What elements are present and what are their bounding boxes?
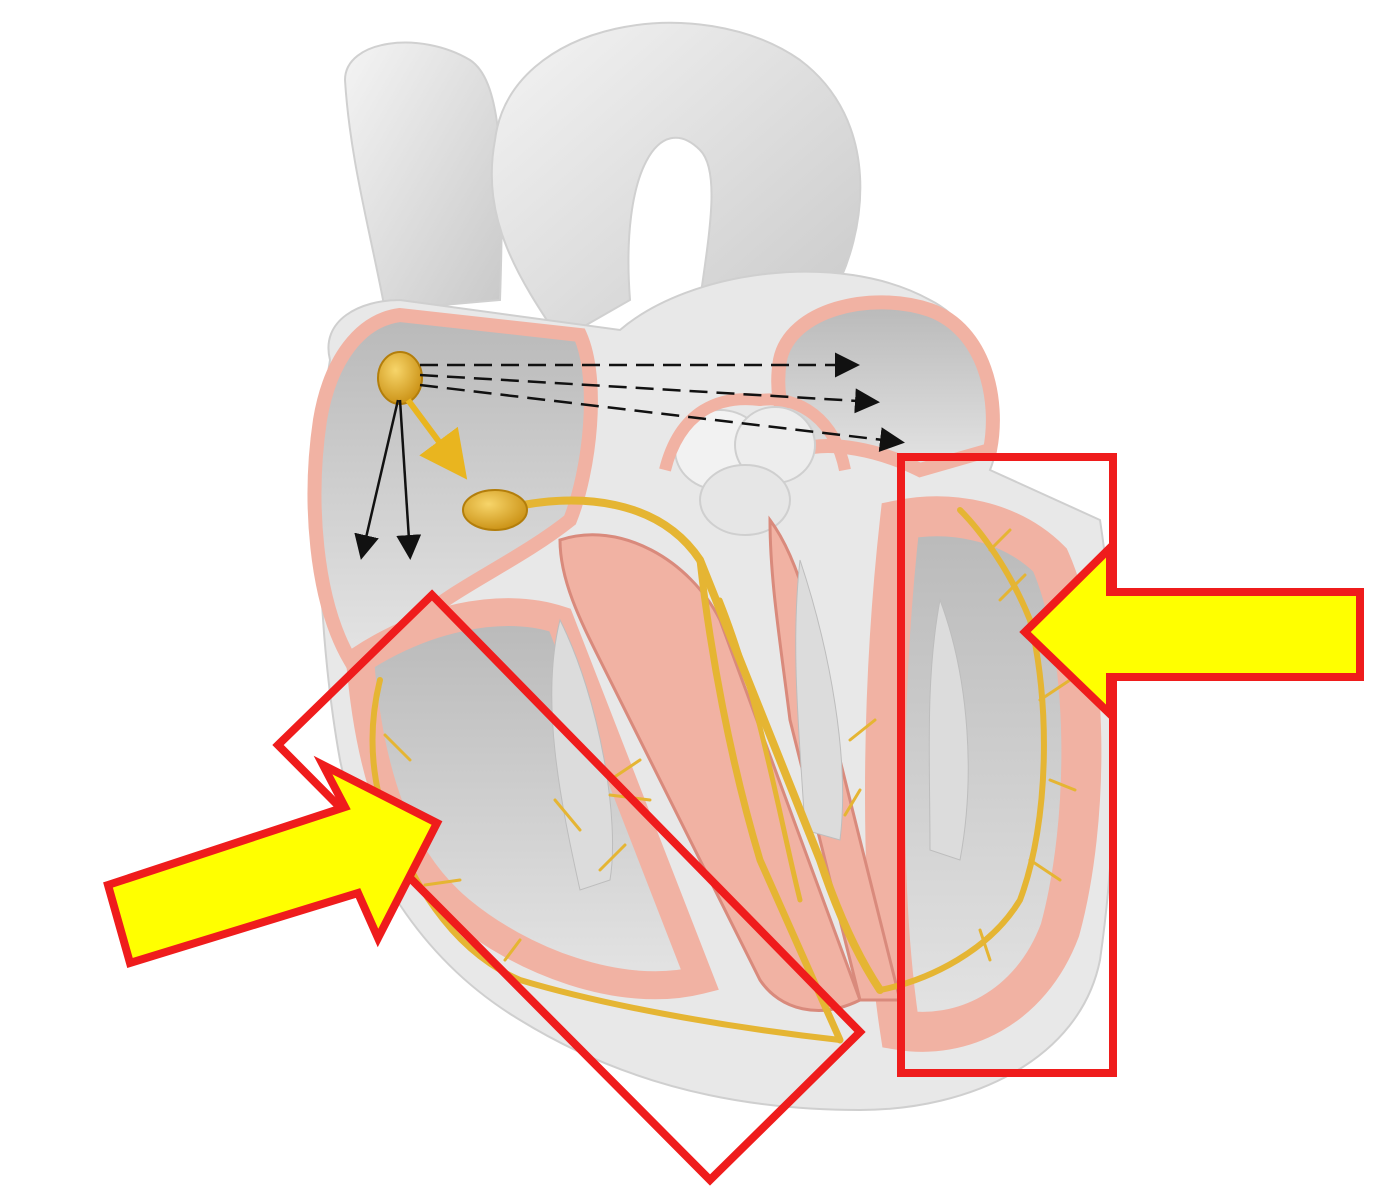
sinoatrial-node xyxy=(377,351,423,405)
pointer-arrow-right xyxy=(1019,538,1364,724)
left-ventricle xyxy=(865,496,1102,1052)
papillary-muscles xyxy=(551,559,969,891)
impulse-arrows xyxy=(354,352,905,560)
right-atrium xyxy=(307,307,598,670)
pointer-arrow-left xyxy=(103,755,443,969)
highlight-box-left-ventricle-wall xyxy=(897,453,1117,1077)
sa-to-av-arrow xyxy=(405,398,468,480)
highlight-box-right-ventricle-wall xyxy=(272,589,866,1186)
atrioventricular-node xyxy=(462,489,528,531)
superior-vena-cava xyxy=(343,41,503,312)
